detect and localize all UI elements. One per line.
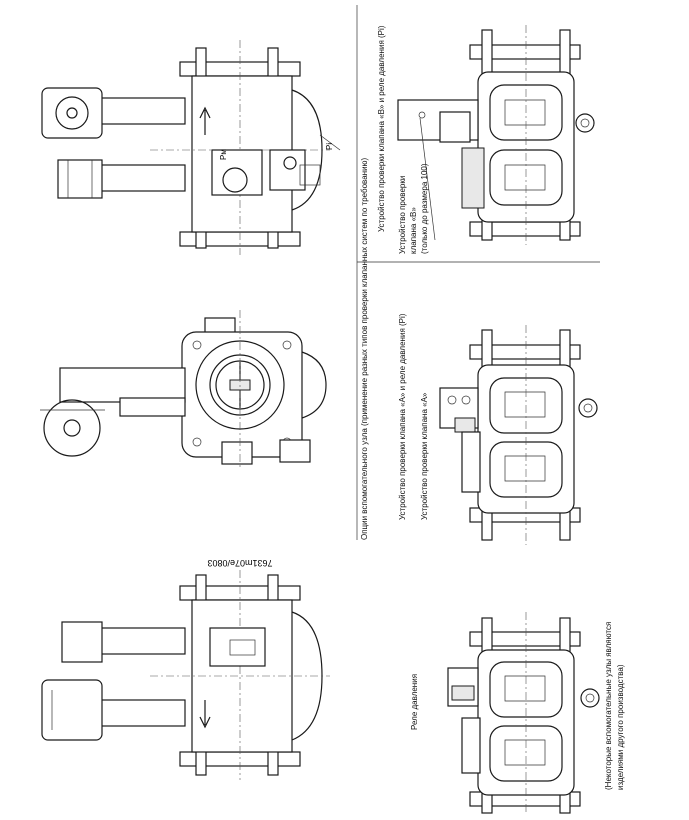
note-line2: изделиями другого производства) [616,664,625,790]
valve-bottom-view [41,570,330,780]
valve-b-label-line1: Устройство проверки [398,175,407,254]
pi-label: Pi [325,143,334,150]
variant-pressure-relay [447,612,600,815]
valve-a-relay-caption: Устройство проверки клапана «A» и реле д… [398,313,407,520]
note-line1: (Некоторые вспомогательные узлы являются [604,621,613,790]
valve-top-view [41,40,341,255]
valve-b-label-line2: клапана «B» [409,207,418,254]
valve-b-relay-caption: Устройство проверки клапана «B» и реле д… [377,25,386,232]
variant-valve-a-relay [439,325,598,545]
pm-label: Pм [219,149,228,160]
valve-a-caption: Устройство проверки клапана «A» [420,392,429,520]
valve-b-label-line3: (только до размера 100) [420,163,429,254]
doc-code: 7631m07e/0803 [207,558,272,568]
variant-valve-b [397,25,595,245]
pressure-relay-caption: Реле давления [410,673,419,730]
valve-end-view [40,310,327,470]
aux-options-caption: Опции вспомогательного узла (применение … [360,157,369,540]
